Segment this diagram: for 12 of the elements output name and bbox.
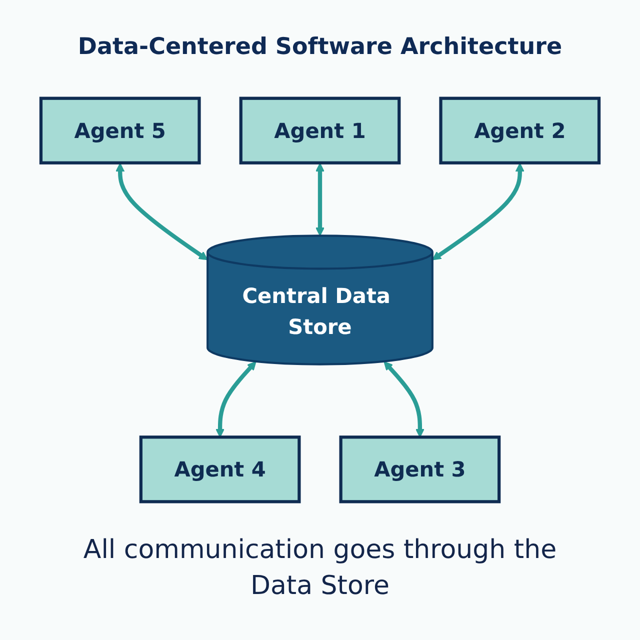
node-box: Agent 2 <box>439 96 601 164</box>
node-box: Agent 1 <box>239 96 401 164</box>
arrow <box>384 361 425 438</box>
caption-text: All communication goes through the Data Store <box>83 535 557 601</box>
node-box: Agent 4 <box>139 436 301 504</box>
node-box: Agent 5 <box>39 96 201 164</box>
arrow <box>315 162 325 236</box>
node-box: Agent 3 <box>339 436 501 504</box>
arrow <box>215 361 256 438</box>
arrow <box>116 162 208 260</box>
arrow <box>432 162 524 260</box>
diagram-title: Data-Centered Software Architecture <box>78 34 562 60</box>
